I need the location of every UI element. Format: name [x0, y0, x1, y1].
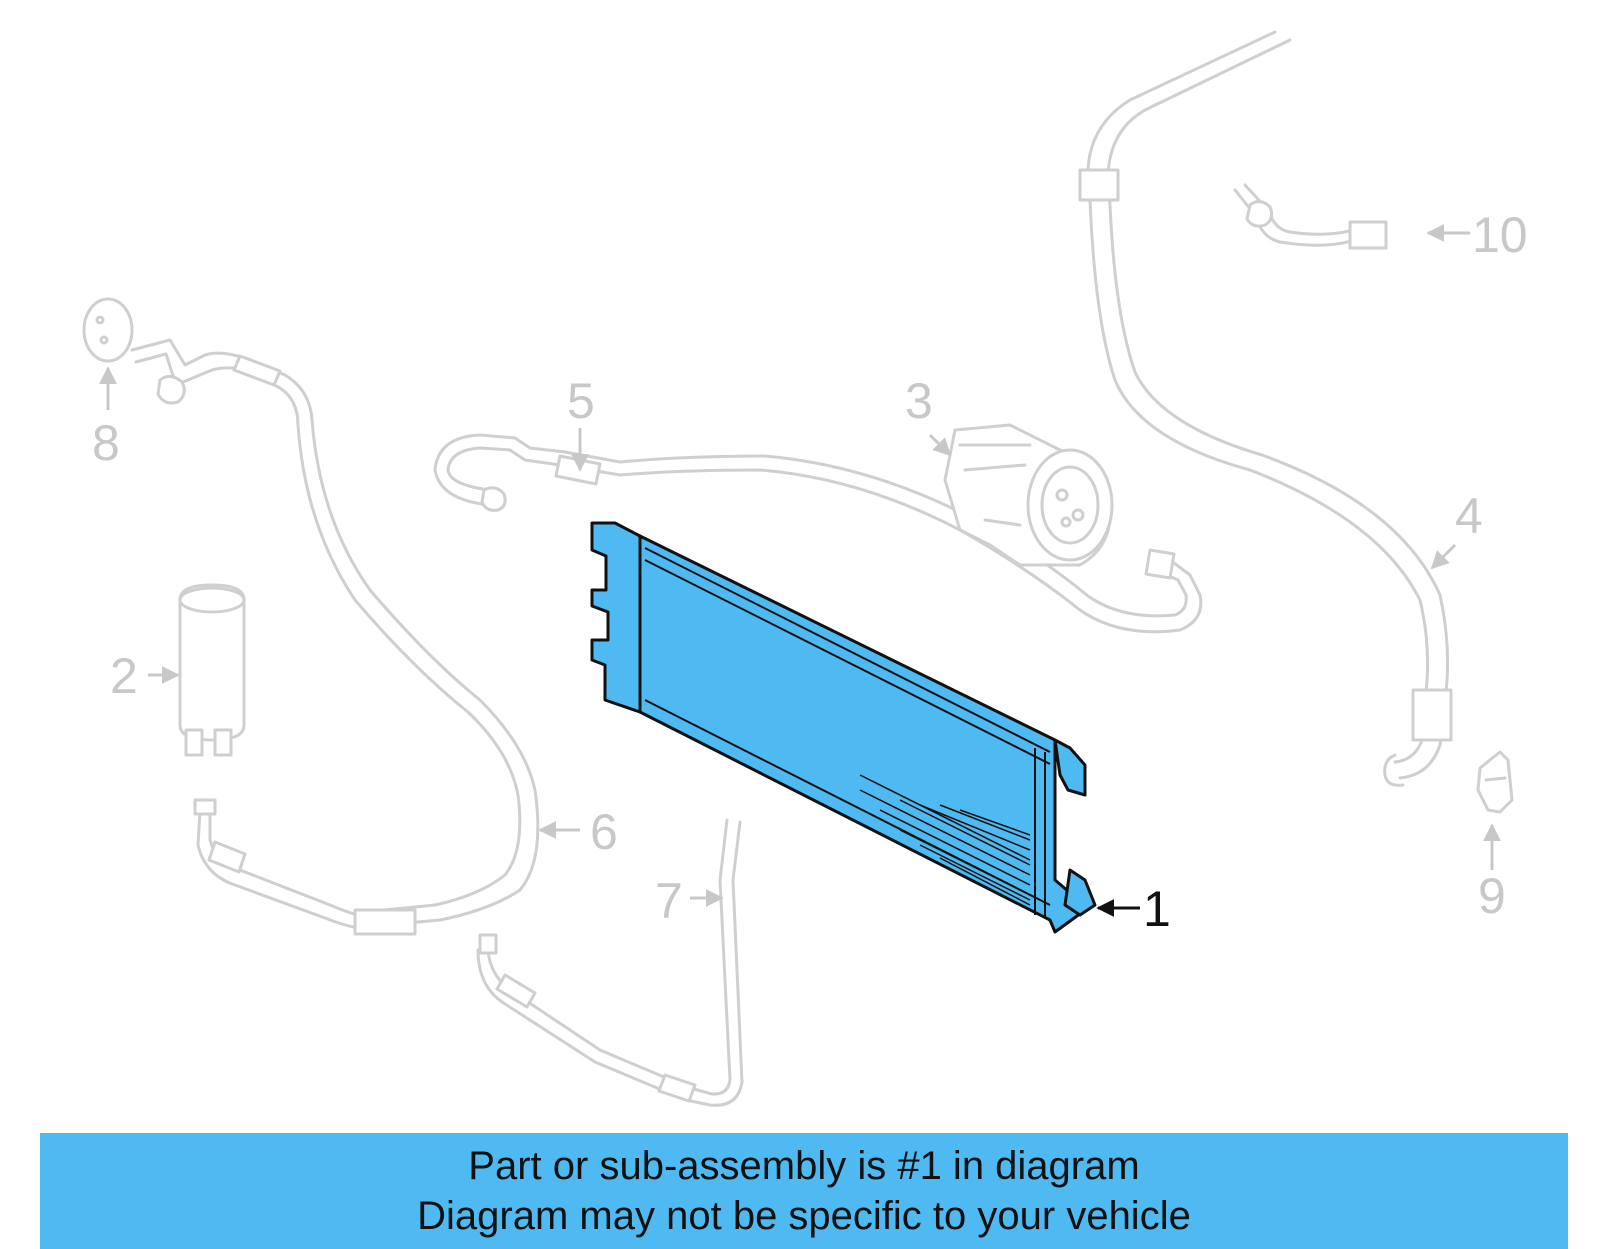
- drier-part-2: [178, 583, 246, 757]
- sensor-part-10: [1233, 183, 1388, 250]
- line-part-5: [433, 433, 1203, 634]
- callout-3: 3: [905, 373, 933, 429]
- bracket-part-9: [1476, 750, 1514, 814]
- line-part-7: [476, 818, 744, 1107]
- callout-10: 10: [1472, 207, 1528, 263]
- callout-7: 7: [655, 873, 683, 929]
- callout-9: 9: [1478, 868, 1506, 924]
- callout-1: 1: [1143, 881, 1171, 937]
- callout-8: 8: [92, 415, 120, 471]
- callout-4: 4: [1455, 488, 1483, 544]
- callout-5: 5: [567, 373, 595, 429]
- line-part-8: [82, 297, 540, 927]
- callout-6: 6: [590, 804, 618, 860]
- callout-2: 2: [110, 648, 138, 704]
- leader-lines: [99, 224, 1501, 917]
- condenser-part-1: [590, 521, 1097, 934]
- line-part-6: [193, 798, 417, 936]
- info-banner: Part or sub-assembly is #1 in diagram Di…: [40, 1133, 1568, 1249]
- hose-part-4: [1078, 30, 1453, 787]
- compressor-part-3: [943, 423, 1114, 567]
- banner-line-part-number: Part or sub-assembly is #1 in diagram: [468, 1144, 1140, 1188]
- banner-line-disclaimer: Diagram may not be specific to your vehi…: [417, 1194, 1191, 1238]
